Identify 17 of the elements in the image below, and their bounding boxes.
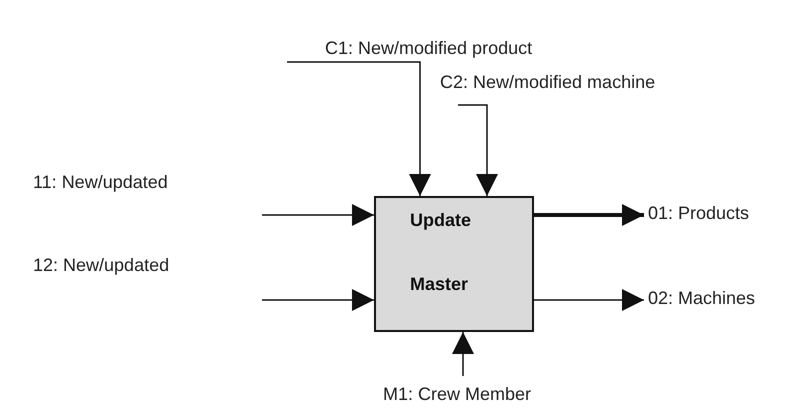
arrow (262, 204, 374, 226)
arrow (534, 204, 644, 226)
arrow-label: 01: Products (648, 203, 750, 224)
process-label: Master (410, 274, 468, 295)
arrow (452, 332, 474, 376)
arrow-label: M1: Crew Member (383, 384, 532, 405)
arrow (262, 289, 374, 311)
input-label: 11: New/updated (33, 172, 168, 193)
process-label: Update (410, 210, 472, 231)
arrow (458, 104, 498, 196)
arrow (534, 289, 644, 311)
arrow-label: 02: Machines (648, 288, 756, 309)
arrow-label: C2: New/modified machine (440, 72, 656, 93)
process-box (374, 196, 534, 332)
arrow (287, 61, 431, 196)
input-label: 12: New/updated (33, 255, 170, 276)
arrow-label: C1: New/modified product (325, 38, 532, 59)
